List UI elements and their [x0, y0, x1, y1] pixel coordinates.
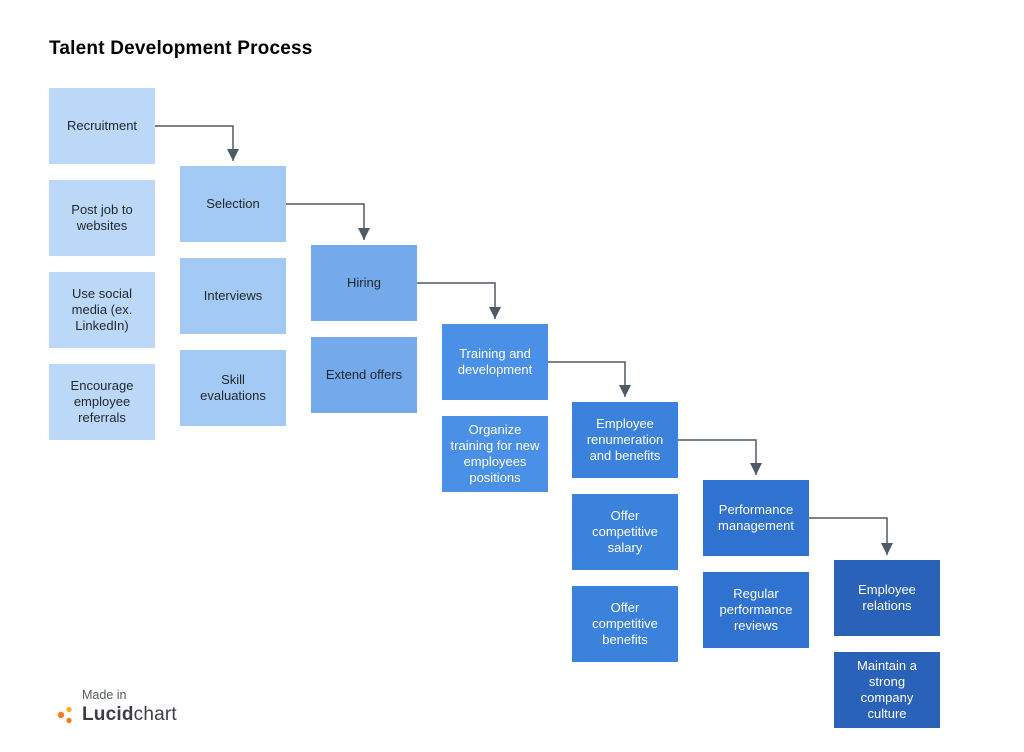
- node-selection: Selection: [180, 166, 286, 242]
- node-label: Extend offers: [325, 366, 403, 382]
- connector-training-renumeration: [548, 361, 631, 397]
- node-interviews: Interviews: [180, 258, 286, 334]
- node-label: Hiring: [347, 274, 381, 290]
- node-label: Selection: [206, 195, 260, 211]
- node-performance-management: Performance management: [703, 480, 809, 556]
- node-competitive-salary: Offer competitive salary: [572, 494, 678, 570]
- lucidchart-attribution: Made in Lucidchart: [56, 688, 177, 726]
- connector-hiring-training: [417, 282, 501, 319]
- node-label: Offer competitive benefits: [592, 599, 658, 648]
- node-label: Interviews: [203, 287, 263, 303]
- node-skill-evaluations: Skill evaluations: [180, 350, 286, 426]
- node-label: Performance management: [718, 501, 794, 533]
- node-label: Offer competitive salary: [592, 507, 658, 556]
- node-label: Encourage employee referrals: [70, 377, 134, 426]
- node-label: Training and development: [457, 345, 533, 377]
- made-in-label: Made in: [82, 688, 127, 702]
- node-label: Employee relations: [858, 581, 916, 613]
- node-label: Skill evaluations: [200, 371, 266, 403]
- node-company-culture: Maintain a strong company culture: [834, 652, 940, 728]
- node-referrals: Encourage employee referrals: [49, 364, 155, 440]
- connector-recruitment-selection: [155, 125, 239, 161]
- node-label: Organize training for new employees posi…: [450, 421, 540, 486]
- brand-text: Lucidchart: [82, 704, 177, 726]
- node-label: Regular performance reviews: [719, 585, 793, 634]
- node-organize-training: Organize training for new employees posi…: [442, 416, 548, 492]
- node-label: Maintain a strong company culture: [857, 657, 917, 722]
- node-renumeration: Employee renumeration and benefits: [572, 402, 678, 478]
- node-label: Recruitment: [66, 117, 138, 133]
- brand-chart: chart: [133, 704, 177, 725]
- node-label: Post job to websites: [71, 201, 133, 233]
- node-extend-offers: Extend offers: [311, 337, 417, 413]
- page-title: Talent Development Process: [49, 38, 313, 59]
- connector-renumeration-performance: [678, 439, 762, 475]
- node-performance-reviews: Regular performance reviews: [703, 572, 809, 648]
- node-label: Use social media (ex. LinkedIn): [71, 285, 133, 334]
- lucidchart-link[interactable]: Lucidchart: [56, 704, 177, 726]
- node-label: Employee renumeration and benefits: [586, 415, 664, 464]
- node-social-media: Use social media (ex. LinkedIn): [49, 272, 155, 348]
- node-hiring: Hiring: [311, 245, 417, 321]
- node-employee-relations: Employee relations: [834, 560, 940, 636]
- node-recruitment: Recruitment: [49, 88, 155, 164]
- node-training: Training and development: [442, 324, 548, 400]
- brand-lucid: Lucid: [82, 704, 134, 725]
- lucidchart-logo-icon: [57, 706, 72, 724]
- connector-selection-hiring: [286, 203, 370, 240]
- node-competitive-benefits: Offer competitive benefits: [572, 586, 678, 662]
- node-post-job: Post job to websites: [49, 180, 155, 256]
- connector-performance-relations: [809, 517, 893, 555]
